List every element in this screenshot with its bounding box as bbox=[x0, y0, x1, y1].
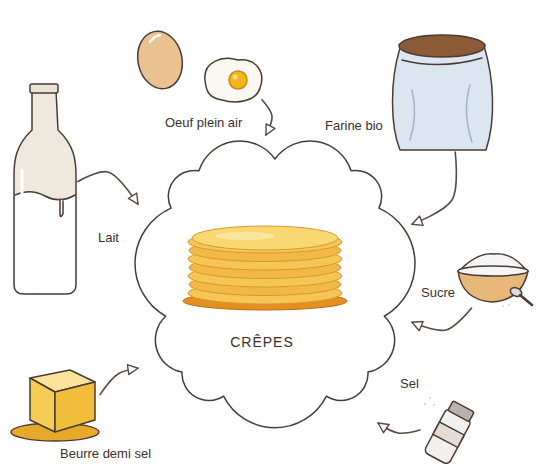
ingredient-node: Oeuf plein air bbox=[136, 25, 262, 108]
dish-title: CRÊPES bbox=[230, 335, 294, 350]
sugar-bowl-illustration bbox=[458, 254, 532, 307]
milk-bottle-illustration bbox=[14, 84, 76, 294]
ingredient-node: Lait bbox=[12, 84, 78, 296]
ingredient-label: Sel bbox=[400, 376, 419, 391]
ingredient-arrow bbox=[412, 152, 456, 224]
recipe-cloud: CRÊPES bbox=[138, 135, 412, 423]
salt-shaker-illustration bbox=[424, 400, 476, 465]
ingredient-arrow bbox=[78, 172, 138, 204]
ingredient-node: Farine bio bbox=[393, 30, 495, 152]
cloud-outline bbox=[138, 135, 412, 423]
ingredient-label: Farine bio bbox=[325, 118, 383, 133]
ingredient-arrow bbox=[412, 308, 472, 330]
ingredient-label: Oeuf plein air bbox=[165, 115, 242, 130]
ingredient-label: Sucre bbox=[421, 285, 455, 300]
egg-illustration bbox=[132, 27, 261, 102]
ingredient-arrow bbox=[262, 100, 272, 135]
ingredient-arrow bbox=[378, 423, 420, 433]
butter-illustration bbox=[11, 370, 99, 441]
ingredient-node: Sucre bbox=[456, 255, 534, 308]
ingredient-arrow bbox=[100, 368, 138, 394]
ingredient-label: Beurre demi sel bbox=[60, 446, 151, 461]
flour-sack-illustration bbox=[393, 35, 493, 150]
salt-grains bbox=[424, 397, 435, 406]
ingredient-node: Sel bbox=[420, 395, 480, 468]
ingredient-node: Beurre demi sel bbox=[10, 368, 100, 442]
crepe-stack bbox=[183, 226, 347, 310]
ingredient-label: Lait bbox=[98, 230, 119, 245]
